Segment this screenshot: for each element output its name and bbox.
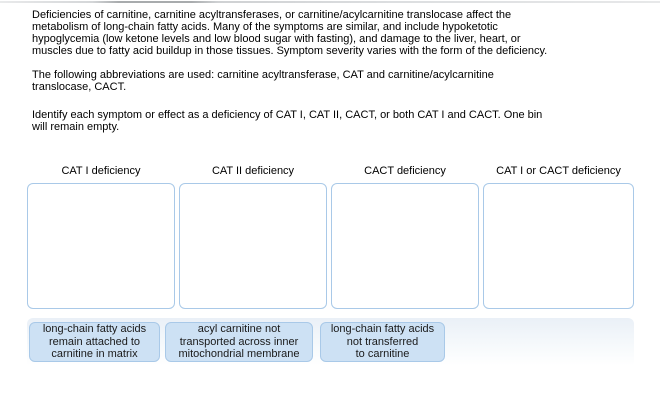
bin-label-cat-i: CAT I deficiency [61,165,141,177]
instructions-text: Identify each symptom or effect as a def… [32,109,543,133]
chip-long-chain-not-transferred[interactable]: long-chain fatty acids not transferred t… [320,322,445,362]
bin-dropzone-cat-ii[interactable] [179,183,327,309]
top-border-line [0,1,660,3]
intro-paragraph-2: The following abbreviations are used: ca… [32,69,494,93]
chip-long-chain-attached[interactable]: long-chain fatty acids remain attached t… [29,322,160,362]
bin-group-cact: CACT deficiency [331,164,479,309]
intro-paragraph-1: Deficiencies of carnitine, carnitine acy… [32,9,548,57]
chip-acyl-not-transported[interactable]: acyl carnitine not transported across in… [165,322,313,362]
bin-label-cact: CACT deficiency [364,165,446,177]
bin-dropzone-cat-i[interactable] [27,183,175,309]
bin-group-cat-ii: CAT II deficiency [179,164,327,309]
bin-dropzone-cat-i-or-cact[interactable] [483,183,634,309]
intro-block: Deficiencies of carnitine, carnitine acy… [32,9,654,145]
bin-dropzone-cact[interactable] [331,183,479,309]
bin-label-cat-ii: CAT II deficiency [211,165,295,177]
bin-group-cat-i: CAT I deficiency [27,164,175,309]
bin-group-cat-i-or-cact: CAT I or CACT deficiency [483,164,634,309]
bin-label-cat-i-or-cact: CAT I or CACT deficiency [496,165,621,177]
